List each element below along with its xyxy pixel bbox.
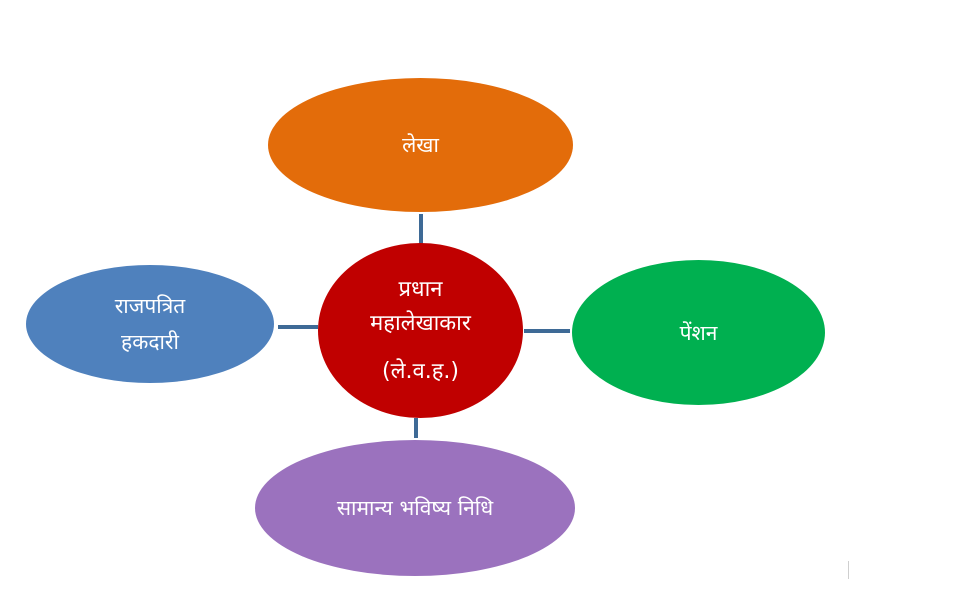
node-rajpatrit-hakdari: राजपत्रित हकदारी [26,265,274,383]
node-pension-label: पेंशन [679,320,718,345]
node-center-line-3: (ले.व.ह.) [382,358,459,384]
node-lekha-label: लेखा [402,133,439,157]
divider-mark [848,561,849,579]
node-pradhan-mahalekhakar: प्रधान महालेखाकार (ले.व.ह.) [318,243,523,418]
node-lekha: लेखा [268,78,573,212]
connector-center-left [278,325,318,329]
node-samanya-bhavishya-nidhi-label: सामान्य भविष्य निधि [336,496,494,520]
node-samanya-bhavishya-nidhi: सामान्य भविष्य निधि [255,440,575,576]
connector-center-top [419,214,423,244]
node-center-line-2: महालेखाकार [370,310,471,336]
connector-center-bottom [414,418,418,438]
node-rajpatrit-hakdari-line-2: हकदारी [121,330,179,354]
connector-center-right [524,329,570,333]
node-center-line-1: प्रधान [398,276,443,302]
node-pension: पेंशन [572,260,825,405]
node-rajpatrit-hakdari-line-1: राजपत्रित [114,294,186,318]
